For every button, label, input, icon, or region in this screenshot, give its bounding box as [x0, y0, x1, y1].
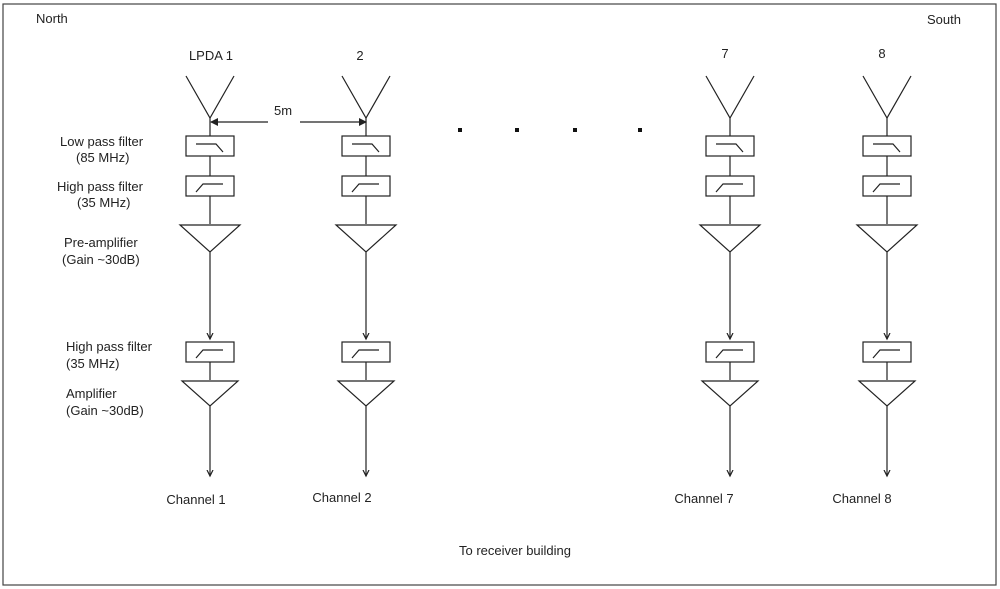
ellipsis-dot — [458, 128, 462, 132]
amplifier-triangle — [336, 380, 396, 407]
low-pass-filter-box — [862, 135, 912, 157]
high-pass-filter-box — [862, 175, 912, 197]
antenna-label: 7 — [721, 46, 728, 61]
diagram-border — [2, 3, 997, 586]
lpf-label-line2: (85 MHz) — [76, 150, 129, 165]
high-pass-filter-box — [341, 175, 391, 197]
low-pass-filter-box — [185, 135, 235, 157]
amplifier-triangle — [180, 380, 240, 407]
high-pass-filter-box — [862, 341, 912, 363]
antenna-icon — [185, 75, 235, 120]
amp-label-line1: Amplifier — [66, 386, 117, 401]
antenna-icon — [705, 75, 755, 120]
hpf1-label-line2: (35 MHz) — [77, 195, 130, 210]
antenna-icon — [862, 75, 912, 120]
low-pass-filter-icon — [873, 143, 901, 153]
south-label: South — [927, 12, 961, 27]
antenna-icon — [341, 75, 391, 120]
high-pass-filter-box — [185, 175, 235, 197]
high-pass-filter-icon — [351, 183, 379, 193]
high-pass-filter-box — [341, 341, 391, 363]
pre-amplifier-triangle — [698, 224, 762, 253]
low-pass-filter-box — [705, 135, 755, 157]
receiver-building-label: To receiver building — [459, 543, 571, 558]
amplifier-triangle — [857, 380, 917, 407]
high-pass-filter-icon — [195, 183, 223, 193]
channel-label: Channel 1 — [166, 492, 225, 507]
amp-label-line2: (Gain ~30dB) — [66, 403, 144, 418]
antenna-chain-1: LPDA 1 Channel 1 — [166, 48, 242, 507]
high-pass-filter-box — [185, 341, 235, 363]
high-pass-filter-box — [705, 341, 755, 363]
channel-label: Channel 8 — [832, 491, 891, 506]
channel-label: Channel 2 — [312, 490, 371, 505]
pre-amplifier-triangle — [178, 224, 242, 253]
preamp-label-line1: Pre-amplifier — [64, 235, 138, 250]
low-pass-filter-icon — [196, 143, 224, 153]
antenna-label: 2 — [356, 48, 363, 63]
hpf2-label-line1: High pass filter — [66, 339, 153, 354]
antenna-label: 8 — [878, 46, 885, 61]
amplifier-triangle — [700, 380, 760, 407]
high-pass-filter-icon — [195, 349, 223, 359]
lpf-label-line1: Low pass filter — [60, 134, 144, 149]
high-pass-filter-icon — [715, 183, 743, 193]
high-pass-filter-icon — [872, 183, 900, 193]
channel-label: Channel 7 — [674, 491, 733, 506]
high-pass-filter-icon — [351, 349, 379, 359]
hpf1-label-line1: High pass filter — [57, 179, 144, 194]
low-pass-filter-icon — [352, 143, 380, 153]
ellipsis-dot — [515, 128, 519, 132]
high-pass-filter-icon — [872, 349, 900, 359]
low-pass-filter-icon — [716, 143, 744, 153]
spacing-label: 5m — [274, 103, 292, 118]
north-label: North — [36, 11, 68, 26]
low-pass-filter-box — [341, 135, 391, 157]
preamp-label-line2: (Gain ~30dB) — [62, 252, 140, 267]
antenna-label: LPDA 1 — [189, 48, 233, 63]
high-pass-filter-icon — [715, 349, 743, 359]
pre-amplifier-triangle — [334, 224, 398, 253]
high-pass-filter-box — [705, 175, 755, 197]
pre-amplifier-triangle — [855, 224, 919, 253]
ellipsis-dot — [573, 128, 577, 132]
ellipsis-dot — [638, 128, 642, 132]
hpf2-label-line2: (35 MHz) — [66, 356, 119, 371]
